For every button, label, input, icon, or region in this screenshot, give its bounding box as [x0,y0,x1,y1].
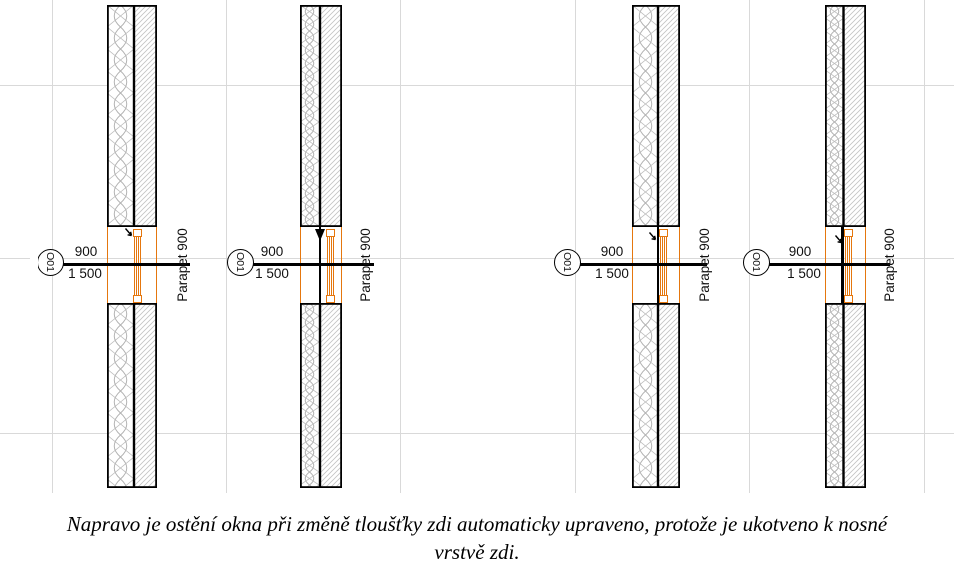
grid-line-vertical [400,0,401,493]
wall3-dim-width: 900 [600,244,624,259]
wall3-anchor-arrow-icon [648,232,657,241]
wall1-window-marker: O01 [36,248,64,276]
grid-line-horizontal [0,433,954,434]
wall4-frame-cap-bottom [844,294,853,303]
wall1-anchor-arrow-icon [124,228,133,237]
wall1-parapet-label: Parapet 900 [175,228,190,302]
wall1-dim-width: 900 [74,244,98,259]
grid-line-horizontal [0,85,954,86]
wall1-top-segment [107,5,157,227]
wall4-dimension-line [769,263,890,266]
wall4-bottom-segment [825,303,866,488]
wall4-dim-width: 900 [788,244,812,259]
wall4-anchor-arrow-icon [834,235,843,244]
wall4-window-marker: O01 [742,248,770,276]
wall3-window-marker: O01 [553,248,581,276]
wall2-parapet-label: Parapet 900 [358,228,373,302]
wall2-window-marker: O01 [226,248,254,276]
grid-line-vertical [749,0,750,493]
caption-line-2: vrstvě zdi. [434,540,520,564]
wall3-bottom-segment [632,303,680,488]
wall1-frame-cap-top [133,228,142,237]
wall3-frame-cap-bottom [659,294,668,303]
wall4-frame-cap-top [844,228,853,237]
wall1-frame-cap-bottom [133,294,142,303]
wall2-frame-cap-bottom [326,294,335,303]
wall1-marker-clip [30,253,38,272]
wall3-parapet-label: Parapet 900 [697,228,712,302]
grid-line-vertical [52,0,53,493]
wall2-dimension-line [253,263,374,266]
wall2-anchor-arrow-icon [315,229,325,241]
wall2-dim-width: 900 [260,244,284,259]
grid-line-vertical [924,0,925,493]
wall2-top-segment [300,5,342,227]
wall2-frame-cap-top [326,228,335,237]
wall2-dim-total: 1 500 [255,266,289,281]
wall2-bottom-segment [300,303,342,488]
wall4-top-segment [825,5,866,227]
wall1-dim-total: 1 500 [68,266,102,281]
grid-line-vertical [226,0,227,493]
grid-line-horizontal [0,258,954,259]
wall3-dim-total: 1 500 [595,266,629,281]
wall3-frame-cap-top [659,228,668,237]
wall4-parapet-label: Parapet 900 [882,228,897,302]
wall3-dimension-line [580,263,707,266]
wall3-top-segment [632,5,680,227]
caption-line-1: Napravo je ostění okna při změně tloušťk… [66,512,888,536]
wall4-dim-total: 1 500 [787,266,821,281]
wall1-dimension-line [62,263,190,266]
grid-line-vertical [575,0,576,493]
wall1-bottom-segment [107,303,157,488]
